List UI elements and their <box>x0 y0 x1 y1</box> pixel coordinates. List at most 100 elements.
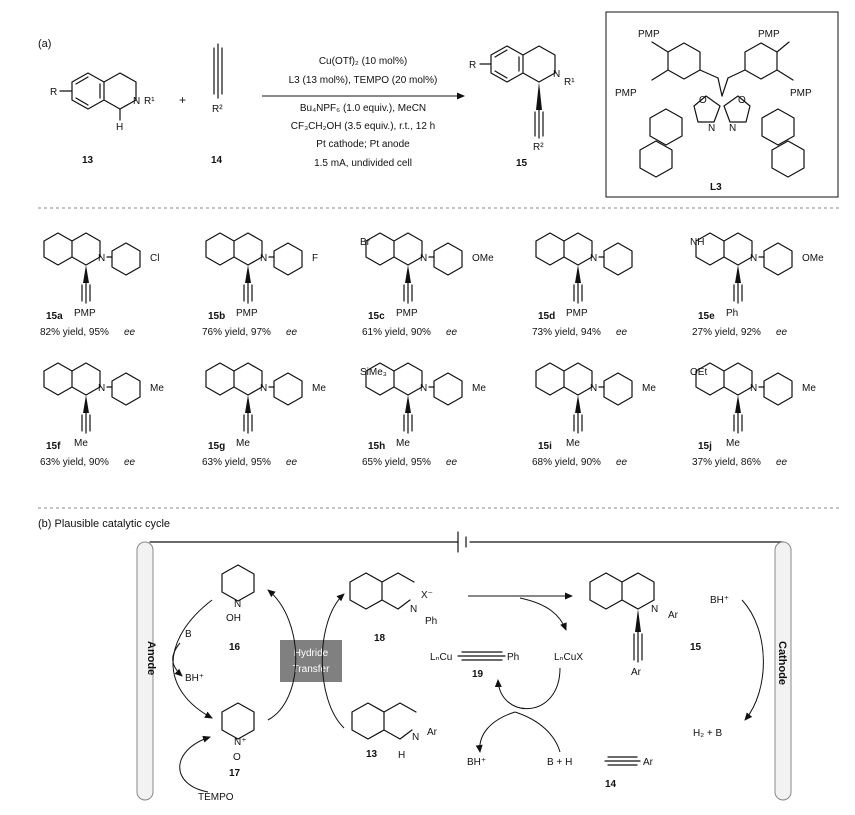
transfer-label: Transfer <box>293 664 331 675</box>
svg-text:N: N <box>98 253 105 264</box>
compound-id: 15f <box>46 441 61 452</box>
compound-16: N OH 16 <box>221 564 255 653</box>
r-label: R <box>50 87 57 98</box>
arrow-bottom-bh <box>475 711 516 753</box>
n-label: N <box>553 69 560 80</box>
substituent-1: PMP <box>566 308 588 319</box>
substituent-2: F <box>312 253 318 264</box>
ee-text: ee <box>446 457 458 468</box>
compound-id: 15d <box>538 311 555 322</box>
arrow-16-to-17 <box>172 599 213 719</box>
yield-text: 63% yield, 95% <box>202 457 271 468</box>
substituent-3: OEt <box>690 367 707 378</box>
substituent-2: Me <box>472 383 486 394</box>
o-label-2: O <box>738 95 746 106</box>
yield-text: 61% yield, 90% <box>362 327 431 338</box>
substituent-2: Me <box>150 383 164 394</box>
cathode-electrode: Cathode <box>774 541 792 801</box>
ligand-label: L3 <box>710 182 722 193</box>
ee-text: ee <box>616 327 628 338</box>
h-label: H <box>116 122 123 133</box>
condition-4: CF₃CH₂OH (3.5 equiv.), r.t., 12 h <box>291 121 435 132</box>
condition-2: L3 (13 mol%), TEMPO (20 mol%) <box>289 75 438 86</box>
compound-17: N⁺ O 17 <box>221 702 255 779</box>
ee-text: ee <box>446 327 458 338</box>
condition-5: Pt cathode; Pt anode <box>316 139 410 150</box>
substituent-1: Me <box>236 438 250 449</box>
arrow-curl-cux <box>519 597 567 631</box>
oh-label: OH <box>226 613 241 624</box>
compound-18-label: 18 <box>374 633 386 644</box>
substituent-3: SiMe₃ <box>360 367 387 378</box>
n-label-2: N <box>729 123 736 134</box>
n-plus-label: N <box>410 604 417 615</box>
ph-label: Ph <box>425 616 437 627</box>
compound-id: 15j <box>698 441 712 452</box>
pmp-label-2: PMP <box>758 29 780 40</box>
condition-6: 1.5 mA, undivided cell <box>314 158 412 169</box>
lncu-label: LₙCu <box>430 652 452 663</box>
ee-text: ee <box>776 327 788 338</box>
ee-text: ee <box>776 457 788 468</box>
substituent-1: Me <box>74 438 88 449</box>
compound-id: 15e <box>698 311 715 322</box>
lncux-label: LₙCuX <box>554 652 583 663</box>
ee-text: ee <box>286 327 298 338</box>
b-label: B <box>185 629 192 640</box>
pmp-label-4: PMP <box>790 88 812 99</box>
r2-label: R² <box>212 104 223 115</box>
ar-label-1: Ar <box>668 610 679 621</box>
n-label-1: N <box>708 123 715 134</box>
substituent-3: Br <box>360 237 371 248</box>
yield-text: 65% yield, 95% <box>362 457 431 468</box>
bh-plus-label: BH⁺ <box>185 673 204 684</box>
reactant-13: R N R¹ H 13 <box>50 72 155 166</box>
yield-text: 37% yield, 86% <box>692 457 761 468</box>
yield-text: 76% yield, 97% <box>202 327 271 338</box>
hydride-transfer-box: Hydride Transfer <box>280 640 342 682</box>
yield-text: 27% yield, 92% <box>692 327 761 338</box>
yield-text: 82% yield, 95% <box>40 327 109 338</box>
ar-label: Ar <box>427 727 438 738</box>
compound-13-label: 13 <box>82 155 94 166</box>
compound-15-label: 15 <box>690 642 702 653</box>
compound-14-label: 14 <box>211 155 223 166</box>
plus-sign: + <box>179 93 186 107</box>
compound-13: N Ar H 13 <box>351 702 438 761</box>
substituent-1: Me <box>566 438 580 449</box>
anode-electrode: Anode <box>136 541 157 801</box>
b-plus-h-label: B + H <box>547 757 572 768</box>
substituent-2: OMe <box>802 253 824 264</box>
arrow-tempo <box>179 735 211 793</box>
svg-text:N: N <box>750 383 757 394</box>
product-15: R N R¹ R² 15 <box>469 45 575 169</box>
reactant-14: R² 14 <box>211 43 223 166</box>
substituent-1: Me <box>726 438 740 449</box>
r1-label: R¹ <box>564 77 575 88</box>
substituent-1: Me <box>396 438 410 449</box>
ar-label-2: Ar <box>631 667 642 678</box>
ar-label: Ar <box>643 757 654 768</box>
ligand-l3-box: PMP PMP PMP PMP O N N O L3 <box>605 11 839 198</box>
yield-text: 63% yield, 90% <box>40 457 109 468</box>
arrow-17-to-16 <box>267 589 297 721</box>
compound-14-label: 14 <box>605 779 617 790</box>
pmp-label-1: PMP <box>638 29 660 40</box>
arrow-lncux-to-19 <box>494 667 561 710</box>
compound-id: 15g <box>208 441 225 452</box>
bh-plus-bottom: BH⁺ <box>467 757 486 768</box>
tempo-label: TEMPO <box>198 792 234 803</box>
r-label: R <box>469 60 476 71</box>
substituent-2: Me <box>802 383 816 394</box>
svg-text:N: N <box>260 383 267 394</box>
substituent-2: Cl <box>150 253 159 264</box>
r1-label: R¹ <box>144 96 155 107</box>
condition-1: Cu(OTf)₂ (10 mol%) <box>319 56 407 67</box>
